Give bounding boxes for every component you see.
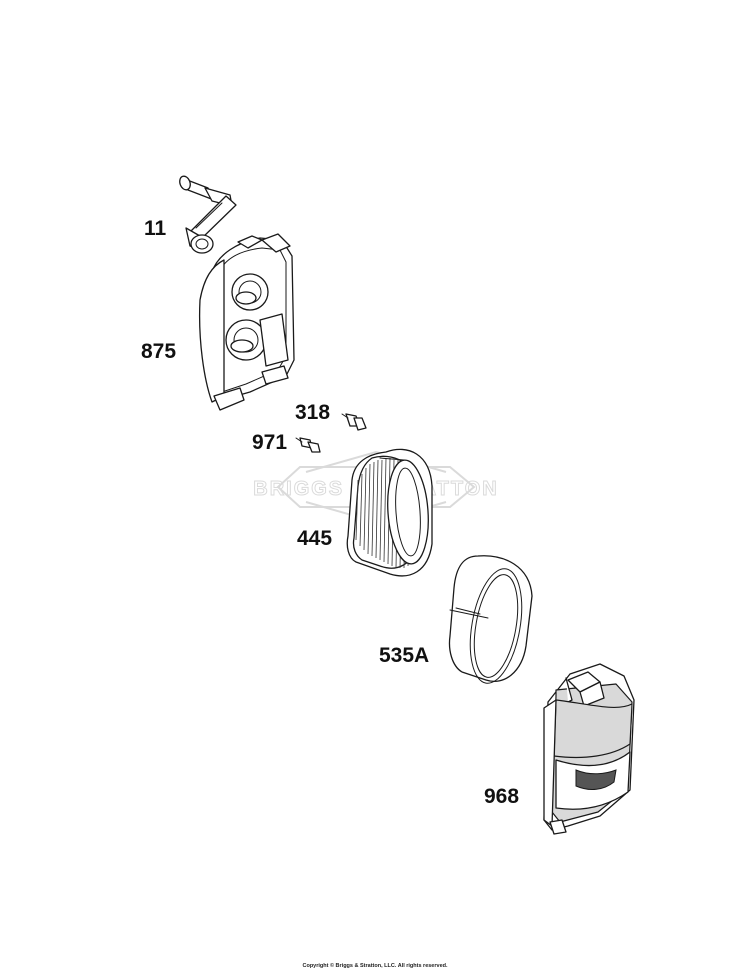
air-filter-part [346,448,433,577]
callout-535a: 535A [379,644,430,667]
callout-968: 968 [484,785,520,808]
copyright-footer: Copyright © Briggs & Stratton, LLC. All … [302,963,448,969]
pre-cleaner-part [448,555,533,684]
air-cleaner-cover-part [543,663,635,835]
callout-318: 318 [295,401,331,424]
screw-971-part [295,437,321,453]
air-cleaner-base-part [198,233,295,411]
breather-tube-part [179,175,237,254]
callout-875: 875 [141,340,177,363]
callout-971: 971 [252,431,288,454]
screw-318-part [341,413,367,431]
callout-11: 11 [144,217,167,240]
callout-445: 445 [297,527,333,550]
